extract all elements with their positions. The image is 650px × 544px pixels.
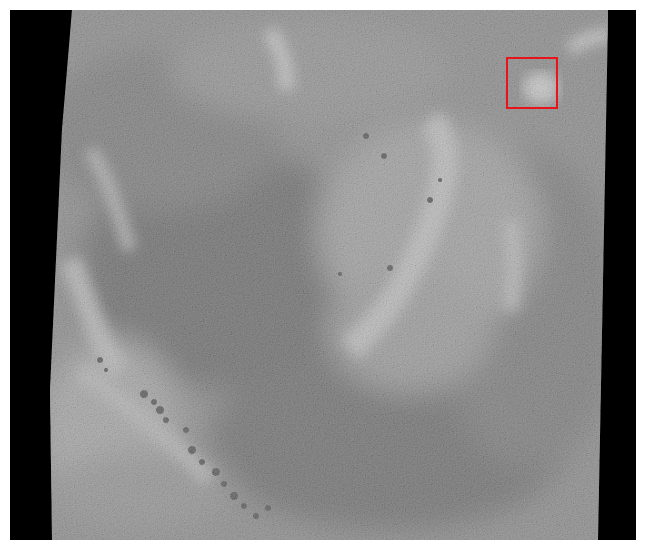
- scene-content: [50, 10, 608, 540]
- highlight-box: [506, 57, 558, 109]
- image-frame: [10, 10, 636, 540]
- satellite-image: [50, 10, 608, 540]
